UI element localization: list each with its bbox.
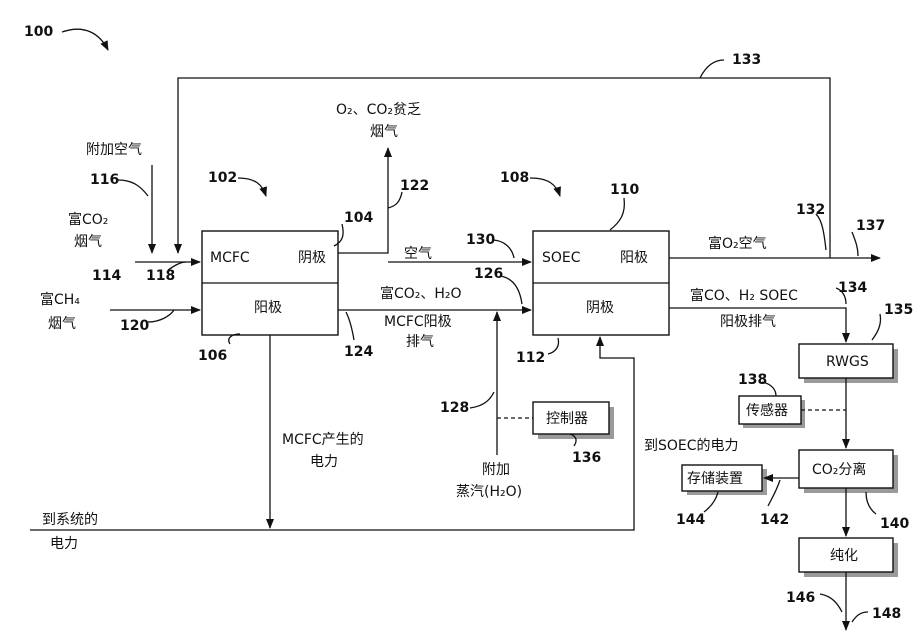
- leader-146: [820, 594, 842, 612]
- ref-136: 136: [572, 450, 601, 466]
- mcfc-cathode-exhaust-arrow: [338, 148, 388, 253]
- ref-108: 108: [500, 170, 529, 186]
- co2-separation-unit: CO₂分离: [799, 450, 898, 493]
- leader-112: [548, 338, 559, 354]
- ref-104: 104: [344, 210, 373, 226]
- leader-120: [148, 310, 174, 322]
- ref-122: 122: [400, 178, 429, 194]
- soec-name-label: SOEC: [542, 250, 581, 266]
- leader-132: [816, 214, 826, 250]
- ref-126: 126: [474, 266, 503, 282]
- air-label: 空气: [404, 246, 432, 262]
- ref-100: 100: [24, 24, 53, 40]
- leader-108: [530, 178, 560, 196]
- soec-anode-label: 阳极: [620, 250, 648, 266]
- leader-100: [62, 29, 108, 50]
- ch4-flue-gas-label: 烟气: [48, 316, 76, 332]
- ref-102: 102: [208, 170, 237, 186]
- leader-148: [852, 612, 868, 622]
- mcfc-power-label: MCFC产生的: [282, 432, 364, 448]
- leader-135: [872, 314, 881, 340]
- soec-unit: SOEC 阳极 阴极: [533, 231, 669, 335]
- ref-120: 120: [120, 318, 149, 334]
- leader-133: [700, 60, 724, 78]
- leader-137: [852, 232, 858, 256]
- ref-114: 114: [92, 268, 121, 284]
- controller-label: 控制器: [546, 411, 588, 427]
- controller-unit: 控制器: [533, 402, 614, 439]
- ref-132: 132: [796, 202, 825, 218]
- ref-148: 148: [872, 606, 901, 622]
- leader-122: [388, 192, 402, 208]
- ref-106: 106: [198, 348, 227, 364]
- ref-138: 138: [738, 372, 767, 388]
- soec-anode-exhaust-label: 阳极排气: [720, 314, 776, 330]
- mcfc-anode-label: 阳极: [254, 300, 282, 316]
- ref-116: 116: [90, 172, 119, 188]
- ref-134: 134: [838, 280, 867, 296]
- leader-142: [768, 480, 780, 506]
- power-to-soec-label: 到SOEC的电力: [644, 438, 739, 454]
- leader-102: [238, 178, 266, 196]
- mcfc-anode-exhaust-label-2: 排气: [406, 334, 434, 350]
- ref-112: 112: [516, 350, 545, 366]
- extra-steam-label: 附加: [482, 462, 510, 478]
- extra-steam-label-2: 蒸汽(H₂O): [456, 484, 522, 500]
- leader-110: [610, 198, 624, 230]
- o2-lean-label: O₂、CO₂贫乏: [336, 102, 421, 118]
- sensor-label: 传感器: [746, 402, 788, 419]
- co2-rich-label: 富CO₂: [68, 211, 108, 228]
- sensor-unit: 传感器: [739, 396, 805, 428]
- rwgs-unit: RWGS: [799, 344, 898, 383]
- power-to-system-label-2: 电力: [50, 536, 78, 552]
- power-to-system-label: 到系统的: [42, 512, 98, 528]
- ref-124: 124: [344, 344, 373, 360]
- mcfc-name-label: MCFC: [210, 250, 250, 266]
- ref-144: 144: [676, 512, 705, 528]
- ref-110: 110: [610, 182, 639, 198]
- ref-137: 137: [856, 218, 885, 234]
- ref-130: 130: [466, 232, 495, 248]
- mcfc-power-label-2: 电力: [310, 454, 338, 470]
- mcfc-unit: MCFC 阴极 阳极: [202, 231, 338, 335]
- ref-146: 146: [786, 590, 815, 606]
- ref-135: 135: [884, 302, 913, 318]
- flow-lines: [30, 78, 880, 630]
- soec-cathode-label: 阴极: [586, 300, 614, 316]
- co2-separation-label: CO₂分离: [812, 461, 866, 478]
- co2-h2o-label: 富CO₂、H₂O: [380, 285, 462, 302]
- co2-flue-gas-label: 烟气: [74, 234, 102, 250]
- ref-128: 128: [440, 400, 469, 416]
- purification-label: 纯化: [830, 548, 858, 564]
- o2-rich-air-label: 富O₂空气: [708, 235, 767, 252]
- ref-140: 140: [880, 516, 909, 532]
- reference-numerals: 100 102 104 106 108 110 112 114 116 118 …: [24, 24, 913, 622]
- co-h2-label: 富CO、H₂ SOEC: [690, 287, 798, 304]
- leader-128: [470, 392, 494, 408]
- leader-140: [866, 492, 876, 514]
- leader-124: [346, 312, 354, 340]
- ch4-rich-label: 富CH₄: [40, 291, 80, 308]
- leader-116: [118, 180, 148, 196]
- rwgs-label: RWGS: [826, 354, 869, 370]
- mcfc-cathode-label: 阴极: [298, 250, 326, 266]
- purification-unit: 纯化: [799, 538, 898, 577]
- o2-lean-flue-label: 烟气: [370, 124, 398, 140]
- storage-unit: 存储装置: [682, 465, 767, 495]
- leader-126: [500, 276, 522, 304]
- mcfc-anode-exhaust-label: MCFC阳极: [384, 314, 452, 330]
- ref-133: 133: [732, 52, 761, 68]
- ref-118: 118: [146, 268, 175, 284]
- extra-air-label: 附加空气: [86, 142, 142, 158]
- leader-130: [492, 240, 514, 258]
- storage-label: 存储装置: [687, 471, 743, 487]
- ref-142: 142: [760, 512, 789, 528]
